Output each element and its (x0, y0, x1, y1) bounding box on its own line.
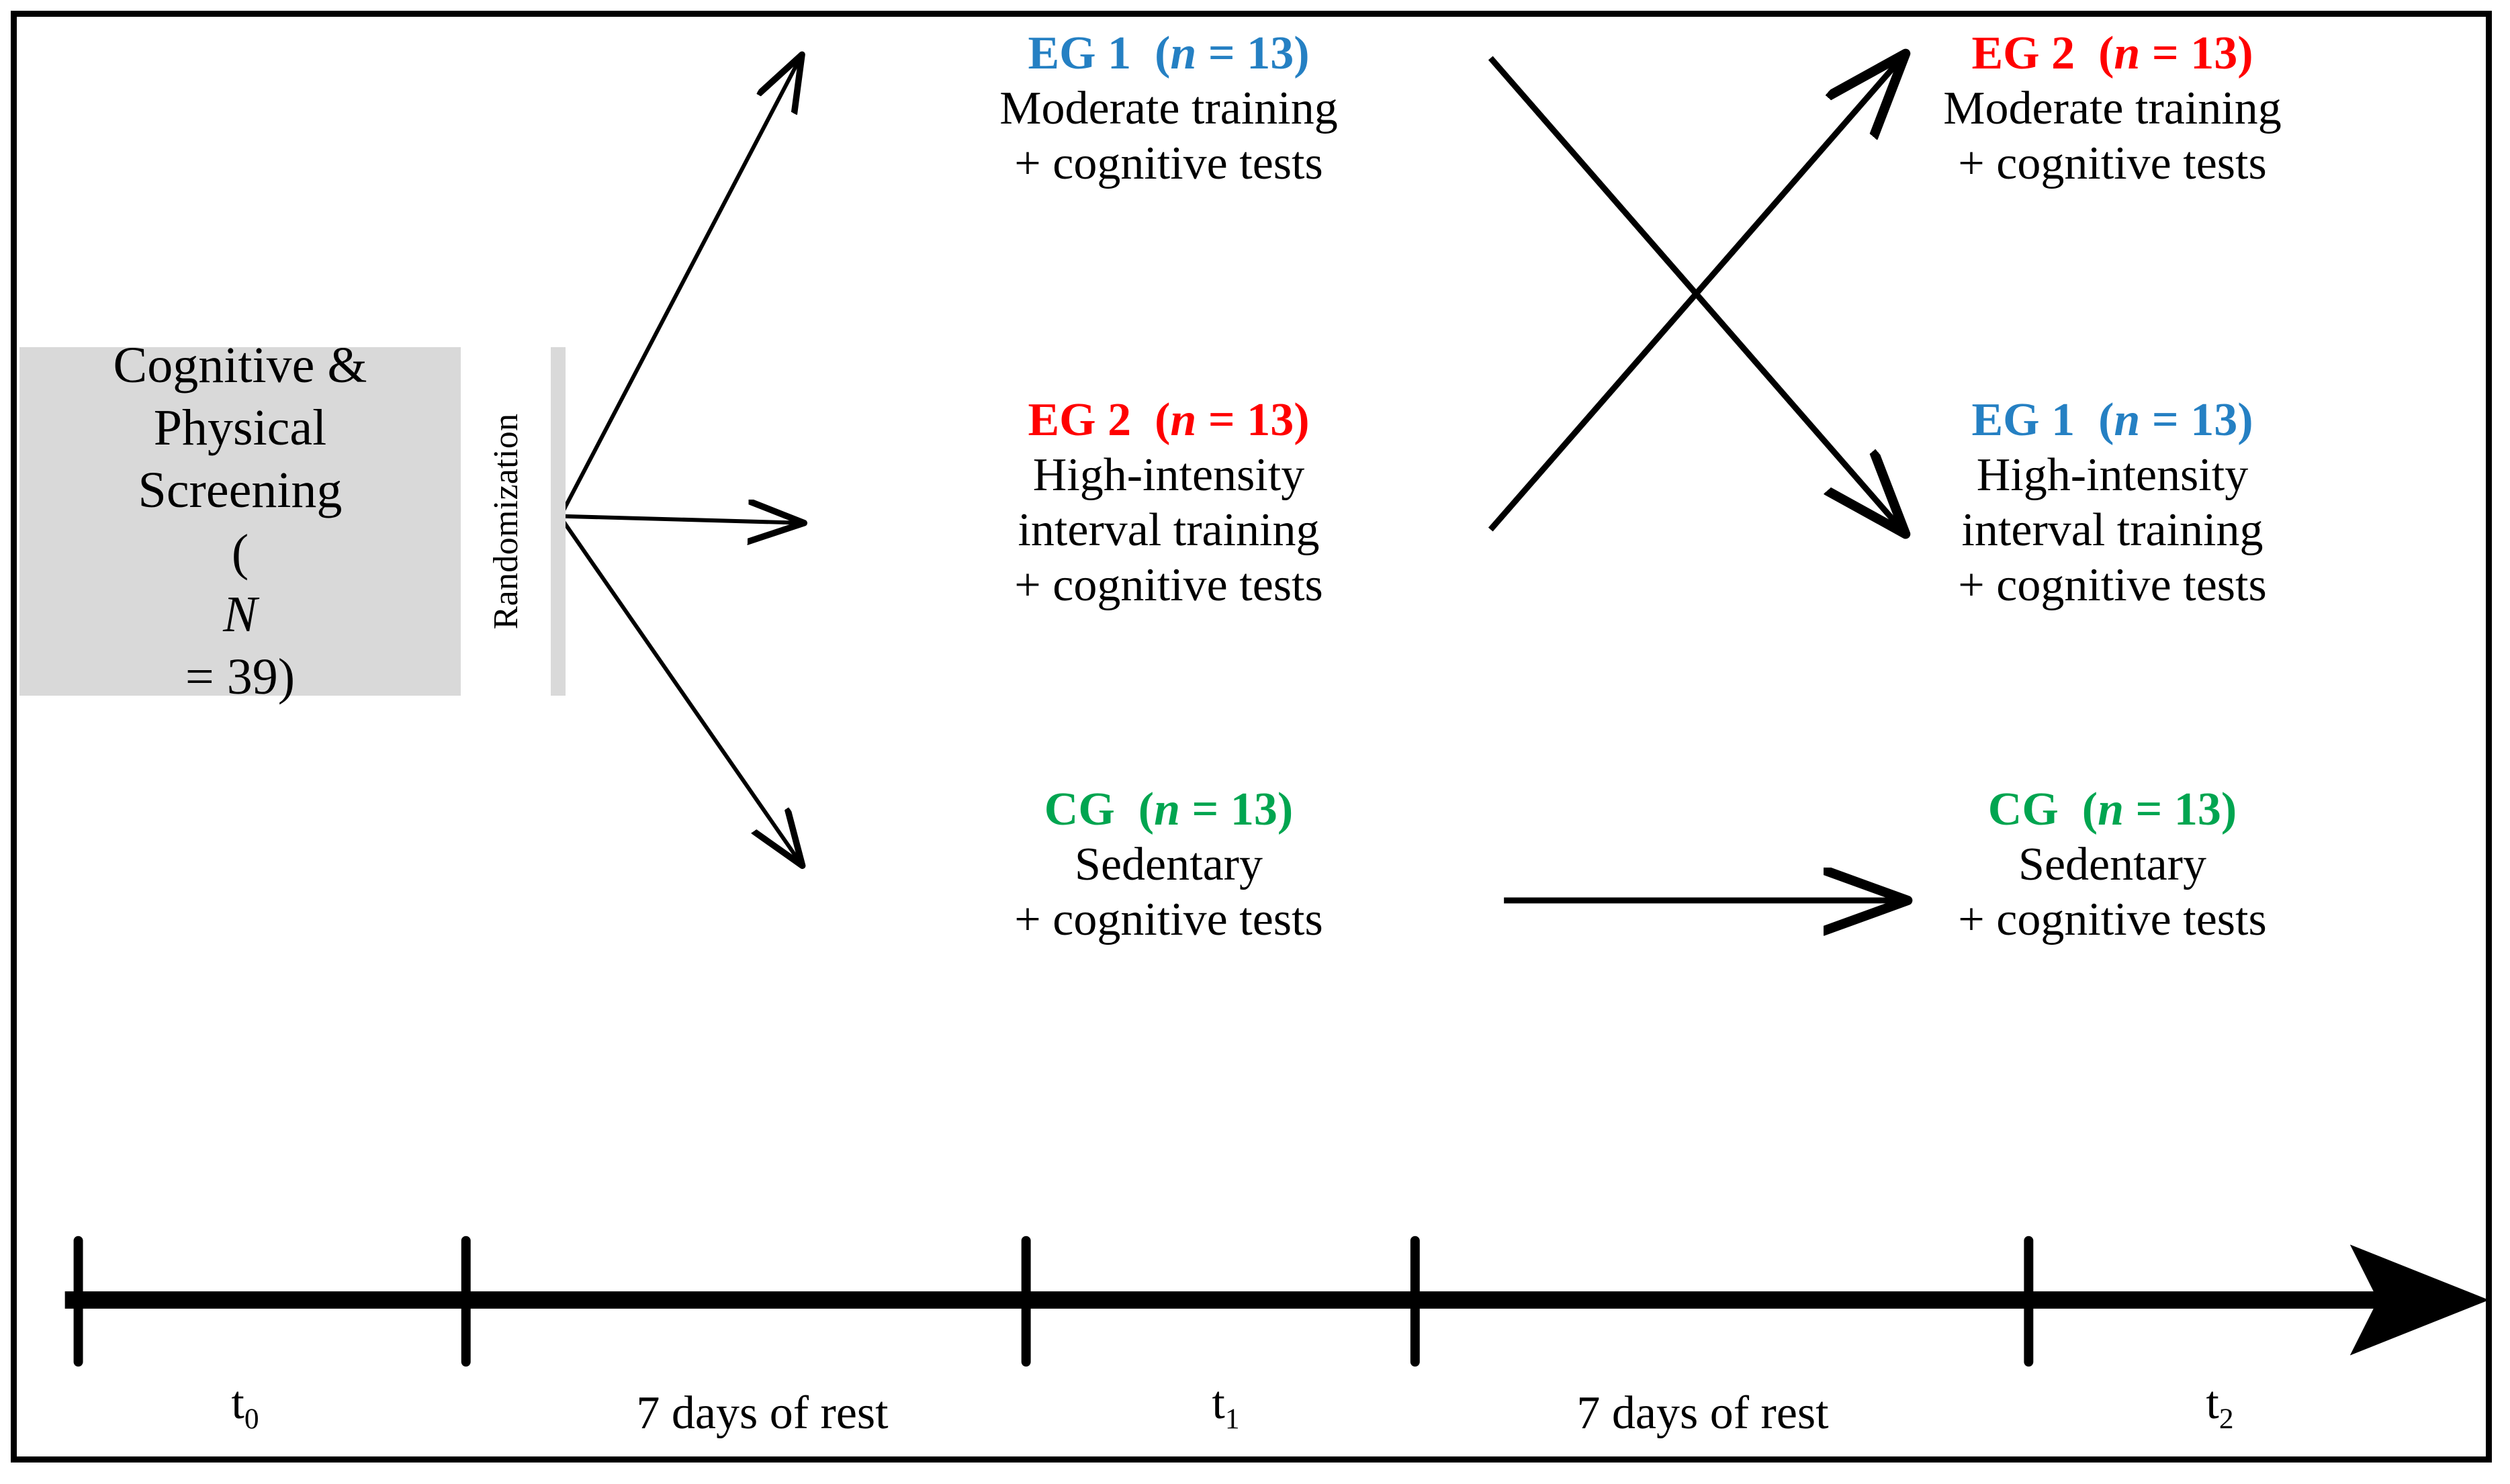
timeline-label-rest-1: 7 days of rest (636, 1387, 889, 1439)
group-header-eg1-t2: EG 1 (n = 13) (1817, 393, 2408, 448)
paren-open: ( (231, 524, 249, 581)
group-line: interval training (1018, 504, 1320, 556)
group-name: EG 1 (1971, 394, 2075, 446)
t-sub: 2 (2218, 1403, 2234, 1435)
t-sub: 0 (244, 1403, 259, 1435)
group-line: Sedentary (1075, 838, 1263, 890)
group-line: interval training (1961, 504, 2264, 556)
group-name: EG 2 (1971, 28, 2075, 79)
arrow-to-eg2-middle (562, 516, 800, 523)
screening-box: Cognitive & Physical Screening (N = 39) (19, 337, 461, 705)
timeline-label-t2: t2 (2146, 1377, 2294, 1436)
timeline-label-rest-2: 7 days of rest (1576, 1387, 1829, 1439)
group-n: (n = 13) (1142, 394, 1310, 446)
group-block-cg-t2: CG (n = 13) Sedentary + cognitive tests (1817, 782, 2408, 947)
group-n: (n = 13) (2086, 28, 2253, 79)
group-line: Sedentary (2018, 838, 2206, 890)
timeline-label-t0: t0 (171, 1377, 319, 1436)
group-line: + cognitive tests (1014, 893, 1323, 945)
group-name: EG 2 (1028, 394, 1132, 446)
group-block-eg2-t2: EG 2 (n = 13) Moderate training + cognit… (1817, 26, 2408, 191)
t-base: t (1212, 1377, 1225, 1429)
screening-text: Cognitive & Physical Screening (N = 39) (114, 334, 367, 708)
n-symbol: N (223, 586, 257, 643)
group-line: High-intensity (1976, 449, 2249, 501)
randomization-label: Randomization (486, 413, 525, 630)
flowchart-canvas (17, 17, 2489, 1456)
group-line: + cognitive tests (1958, 137, 2267, 189)
timeline-label-t1: t1 (1152, 1377, 1300, 1436)
group-line: Moderate training (1943, 82, 2282, 134)
randomization-arrows (560, 58, 800, 863)
group-line: Moderate training (999, 82, 1338, 134)
t-base: t (2206, 1377, 2219, 1429)
arrow-to-cg-bottom (560, 518, 800, 863)
group-block-eg1-t1: EG 1 (n = 13) Moderate training + cognit… (873, 26, 1464, 191)
group-header-eg1-t1: EG 1 (n = 13) (873, 26, 1464, 81)
screening-line-3: Screening (138, 461, 343, 518)
t-sub: 1 (1224, 1403, 1240, 1435)
t-base: t (231, 1377, 244, 1429)
group-line: High-intensity (1032, 449, 1305, 501)
group-header-eg2-t2: EG 2 (n = 13) (1817, 26, 2408, 81)
group-n: (n = 13) (1142, 28, 1310, 79)
group-name: EG 1 (1028, 28, 1132, 79)
group-line: + cognitive tests (1958, 559, 2267, 611)
arrow-crossover-down (1488, 56, 1901, 529)
group-block-eg2-t1: EG 2 (n = 13) High-intensity interval tr… (873, 393, 1464, 613)
group-name: CG (1987, 784, 2059, 835)
screening-line-1: Cognitive & (113, 337, 367, 394)
randomization-bar (551, 347, 566, 696)
timeline-ticks (73, 1236, 2034, 1367)
group-header-cg-t1: CG (n = 13) (873, 782, 1464, 837)
group-line: + cognitive tests (1014, 137, 1323, 189)
group-n: (n = 13) (2086, 394, 2253, 446)
group-name: CG (1044, 784, 1115, 835)
group-line: + cognitive tests (1014, 559, 1323, 611)
timeline-axis (64, 1236, 2489, 1367)
group-block-cg-t1: CG (n = 13) Sedentary + cognitive tests (873, 782, 1464, 947)
n-value: = 39) (185, 648, 296, 705)
group-line: + cognitive tests (1958, 893, 2267, 945)
screening-line-2: Physical (153, 400, 327, 457)
group-n: (n = 13) (1126, 784, 1294, 835)
figure-frame: Cognitive & Physical Screening (N = 39) … (11, 11, 2492, 1463)
crossover-arrows (1488, 56, 1901, 529)
arrow-to-eg1-top (560, 58, 800, 514)
group-n: (n = 13) (2070, 784, 2237, 835)
group-header-eg2-t1: EG 2 (n = 13) (873, 393, 1464, 448)
group-block-eg1-t2: EG 1 (n = 13) High-intensity interval tr… (1817, 393, 2408, 613)
screening-sample-size: (N = 39) (114, 522, 367, 708)
group-header-cg-t2: CG (n = 13) (1817, 782, 2408, 837)
